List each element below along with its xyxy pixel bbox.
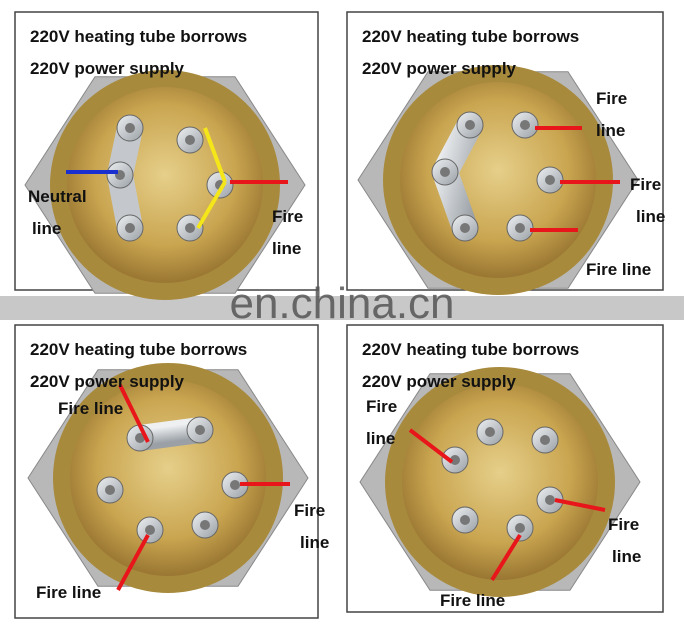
terminal-screw-head: [230, 480, 240, 490]
panel-title: 220V heating tube borrows: [30, 27, 247, 46]
panel-subtitle: 220V power supply: [362, 59, 517, 78]
terminal-screw-head: [135, 433, 145, 443]
panel-title: 220V heating tube borrows: [30, 340, 247, 359]
wire-label: Fire line: [58, 399, 123, 418]
terminal-screw-head: [195, 425, 205, 435]
terminal-screw-head: [520, 120, 530, 130]
wire-indicator: [203, 127, 227, 183]
wire-label: Fire: [366, 397, 397, 416]
terminal-screw-head: [485, 427, 495, 437]
wire-label: line: [636, 207, 665, 226]
terminal-screw-head: [145, 525, 155, 535]
panel-title: 220V heating tube borrows: [362, 340, 579, 359]
watermark: en.china.cn: [229, 279, 454, 328]
wire-label: line: [366, 429, 395, 448]
terminal-screw-head: [450, 455, 460, 465]
wire-label: Fire line: [440, 591, 505, 610]
wire-label: line: [300, 533, 329, 552]
wire-label: line: [32, 219, 61, 238]
terminal-screw-head: [460, 515, 470, 525]
terminal-screw-head: [545, 495, 555, 505]
flange-face: [402, 384, 598, 580]
wire-indicator: [408, 428, 454, 464]
terminal-screw-head: [515, 523, 525, 533]
wire-label: line: [612, 547, 641, 566]
terminal-screw-head: [125, 123, 135, 133]
wire-indicator: [490, 533, 522, 582]
panel-2: 220V heating tube borrows 220V power supp…: [346, 11, 665, 295]
separator-band: [0, 296, 684, 320]
terminal-screw-head: [125, 223, 135, 233]
wire-label: Fire: [272, 207, 303, 226]
wire-label: Fire: [294, 501, 325, 520]
terminal-screw-head: [465, 120, 475, 130]
wire-indicator: [116, 534, 150, 591]
terminal-screw-head: [540, 435, 550, 445]
terminal-screw-head: [515, 223, 525, 233]
wire-indicator: [196, 180, 227, 230]
flange-face: [67, 87, 263, 283]
wire-label: line: [596, 121, 625, 140]
wire-label: Fire: [608, 515, 639, 534]
wire-label: Fire line: [36, 583, 101, 602]
wire-label: Fire: [630, 175, 661, 194]
wire-label: Fire line: [586, 260, 651, 279]
terminal-screw-head: [545, 175, 555, 185]
wire-label: Fire: [596, 89, 627, 108]
panel-subtitle: 220V power supply: [362, 372, 517, 391]
terminal-screw-head: [200, 520, 210, 530]
wire-indicator: [554, 498, 606, 512]
terminal-screw-head: [185, 135, 195, 145]
terminal-screw-head: [460, 223, 470, 233]
terminal-screw-head: [440, 167, 450, 177]
terminal-screw-head: [185, 223, 195, 233]
panel-subtitle: 220V power supply: [30, 372, 185, 391]
panel-title: 220V heating tube borrows: [362, 27, 579, 46]
wire-indicator: [118, 384, 150, 443]
panel-1: 220V heating tube borrows 220V power supp…: [14, 11, 319, 300]
panel-subtitle: 220V power supply: [30, 59, 185, 78]
wire-label: line: [272, 239, 301, 258]
panel-4: 220V heating tube borrows 220V power supp…: [346, 324, 664, 613]
panel-3: 220V heating tube borrows 220V power supp…: [14, 324, 329, 619]
wire-label: Neutral: [28, 187, 87, 206]
terminal-screw-head: [105, 485, 115, 495]
